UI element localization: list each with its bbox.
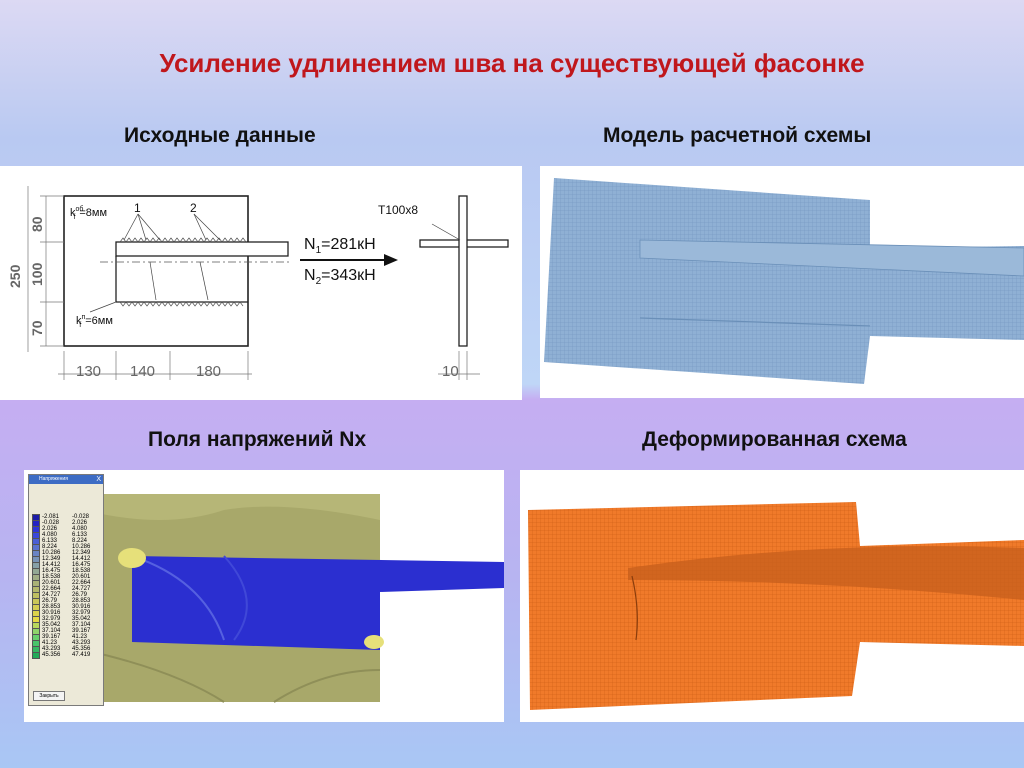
dimension-lines <box>27 186 480 380</box>
legend-from: 12.349 <box>42 556 61 562</box>
legend-from: 35.042 <box>42 622 61 628</box>
legend-from: 26.79 <box>42 598 58 604</box>
legend-from: 45.356 <box>42 652 61 658</box>
legend-from: 10.286 <box>42 550 61 556</box>
legend-to: 41.23 <box>72 634 88 640</box>
legend-from: 30.916 <box>42 610 61 616</box>
legend-from: 6.133 <box>42 538 58 544</box>
legend-to: 24.727 <box>72 586 91 592</box>
t-section-label: Т100х8 <box>378 203 418 217</box>
legend-to: 26.79 <box>72 592 88 598</box>
force-n2: N2=343кН <box>304 267 376 287</box>
legend-to: 30.916 <box>72 604 91 610</box>
legend-from: 43.293 <box>42 646 61 652</box>
legend-to: 32.979 <box>72 610 91 616</box>
deformed-svg <box>528 502 1024 710</box>
legend-from: 2.026 <box>42 526 58 532</box>
weld-top <box>119 237 247 243</box>
legend-from: 39.167 <box>42 634 61 640</box>
legend-to: 39.167 <box>72 628 91 634</box>
member-top-flange <box>115 241 289 257</box>
heading-initial-data: Исходные данные <box>124 124 316 147</box>
deformed-mesh <box>528 502 1024 710</box>
legend-from: 28.853 <box>42 604 61 610</box>
legend-from: 32.979 <box>42 616 61 622</box>
legend-from: 14.412 <box>42 562 61 568</box>
legend-to: 2.026 <box>72 520 88 526</box>
legend-from: 22.664 <box>42 586 61 592</box>
legend-from: 41.23 <box>42 640 58 646</box>
legend-from: 18.538 <box>42 574 61 580</box>
legend-title: Напряжения <box>29 475 103 484</box>
legend-to: 43.293 <box>72 640 91 646</box>
heading-model: Модель расчетной схемы <box>603 124 872 147</box>
dim-130: 130 <box>76 363 101 380</box>
stress-member <box>132 556 504 650</box>
legend-from: 8.224 <box>42 544 58 550</box>
legend-to: 35.042 <box>72 616 91 622</box>
dim-100: 100 <box>29 262 45 286</box>
model-panel <box>540 166 1024 398</box>
t-section-web <box>458 195 468 347</box>
legend-to: 37.104 <box>72 622 91 628</box>
weld-bottom <box>119 301 244 307</box>
dim-180: 180 <box>196 363 221 380</box>
legend-from: 24.727 <box>42 592 61 598</box>
stress-svg <box>83 494 504 703</box>
legend-to: 6.133 <box>72 532 88 538</box>
legend-from: -2.081 <box>42 514 60 520</box>
legend-row: 45.356 47.419 <box>32 651 103 659</box>
legend-from: 37.104 <box>42 628 61 634</box>
legend-to: 45.356 <box>72 646 91 652</box>
legend-to: 20.601 <box>72 574 91 580</box>
legend-close-button[interactable]: Закрыть <box>33 691 65 701</box>
legend-to: 16.475 <box>72 562 91 568</box>
legend-from: -0.028 <box>42 520 60 526</box>
force-n1: N1=281кН <box>304 236 376 256</box>
legend-to: 28.853 <box>72 598 91 604</box>
legend-to: 12.349 <box>72 550 91 556</box>
gusset-plate <box>63 195 249 347</box>
heading-stress-field: Поля напряжений Nx <box>148 428 367 451</box>
legend-to: 22.664 <box>72 580 91 586</box>
close-icon[interactable]: X <box>96 476 101 483</box>
dim-140: 140 <box>130 363 155 380</box>
callout-leaders <box>89 213 221 313</box>
dim-250: 250 <box>7 264 23 288</box>
dim-10: 10 <box>442 363 459 380</box>
legend-from: 20.601 <box>42 580 61 586</box>
legend-to: 10.286 <box>72 544 91 550</box>
legend-from: 4.080 <box>42 532 58 538</box>
legend-to: 18.538 <box>72 568 91 574</box>
legend-to: -0.028 <box>72 514 90 520</box>
legend-to: 14.412 <box>72 556 91 562</box>
legend-from: 16.475 <box>42 568 61 574</box>
legend-swatch <box>32 651 40 659</box>
model-svg <box>544 178 1024 384</box>
deformed-flange <box>628 546 1024 600</box>
callout-1: 1 <box>134 201 141 215</box>
legend-to: 8.224 <box>72 538 88 544</box>
callout-2: 2 <box>190 201 197 215</box>
dim-70: 70 <box>29 320 45 336</box>
legend-to: 4.080 <box>72 526 88 532</box>
force-arrow <box>384 254 398 266</box>
heading-deformed: Деформированная схема <box>642 428 907 451</box>
model-mesh <box>544 178 1024 384</box>
model-flange <box>639 239 1024 277</box>
deformed-panel <box>520 470 1024 722</box>
legend-to: 47.419 <box>72 652 91 658</box>
slide-title: Усиление удлинением шва на существующей … <box>159 48 865 78</box>
dim-80: 80 <box>29 216 45 232</box>
